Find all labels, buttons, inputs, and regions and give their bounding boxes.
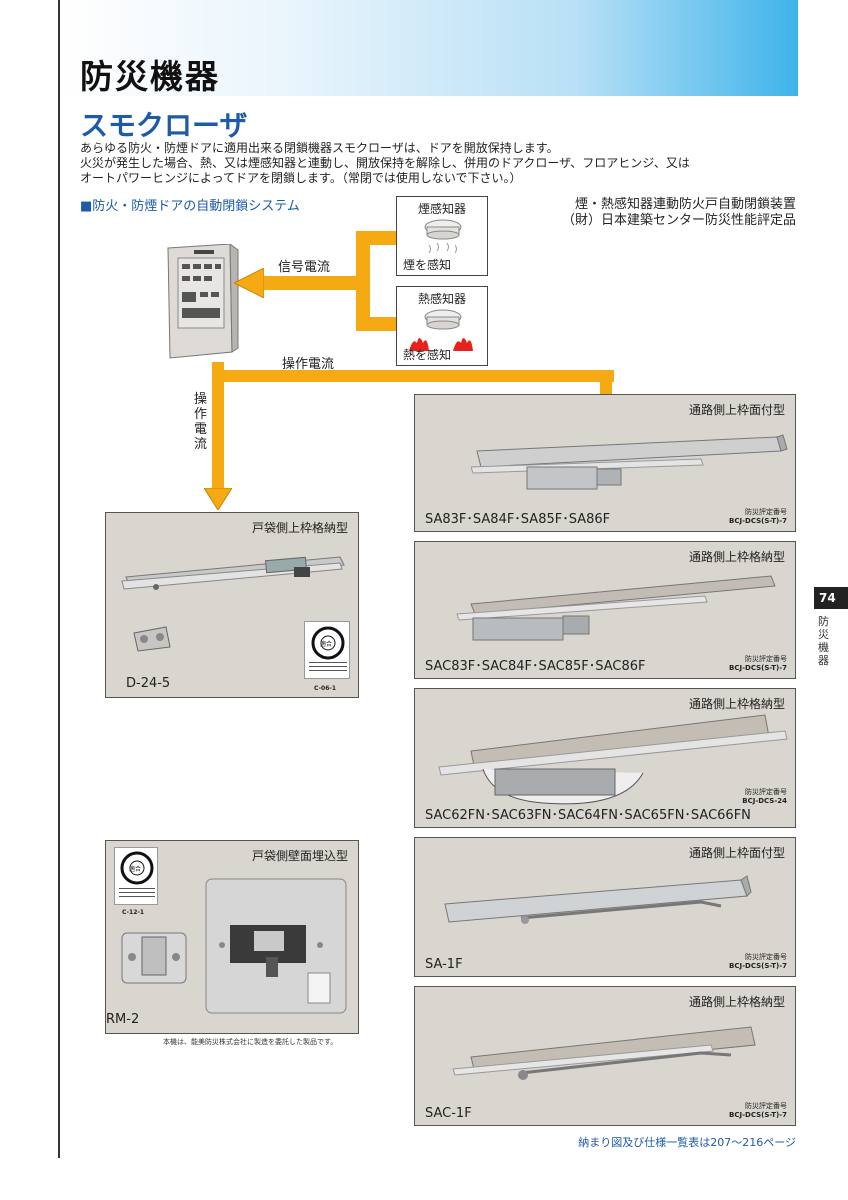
approval-badge: 適合 [114, 847, 158, 905]
badge-seal-text: 適合 [129, 866, 142, 873]
product-panel-sa83f: 通路側上枠面付型 SA83F･SA84F･SA85F･SA86F 防災評定番号 … [414, 394, 796, 532]
product-model-label: RM-2 [106, 1012, 140, 1027]
smoke-sensor-caption: 煙を感知 [403, 258, 452, 272]
section-side-label: 防災機器 [818, 615, 829, 667]
smoke-sensor-label: 煙感知器 [417, 202, 466, 216]
certification-line-2: （財）日本建築センター防災性能評定品 [561, 213, 796, 228]
operation-line-down-right [600, 370, 612, 400]
product-panel-sac83f: 通路側上枠格納型 SAC83F･SAC84F･SAC85F･SAC86F 防災評… [414, 541, 796, 679]
smoke-detector-icon [424, 219, 462, 254]
badge-code: C-12-1 [122, 909, 145, 916]
approval-code-label: 防災評定番号 [745, 1102, 787, 1110]
intro-line-3: オートパワーヒンジによってドアを閉鎖します。（常閉では使用しないで下さい。） [80, 171, 522, 185]
page-number-tab: 74 [814, 587, 848, 609]
product-title: スモクローザ [80, 109, 248, 142]
door-closer-image [456, 575, 776, 641]
intro-line-1: あらゆる防火・防煙ドアに適用出来る閉鎖機器スモクローザは、ドアを開放保持します。 [80, 141, 559, 155]
door-closer-image [444, 875, 752, 924]
approval-code: BCJ-DCS(S-T)-7 [729, 1111, 787, 1119]
heat-sensor-box: 熱感知器 熱を感知 [396, 286, 488, 366]
page-left-rule [58, 0, 60, 1158]
product-type-label: 通路側上枠格納型 [688, 550, 785, 564]
product-type-label: 通路側上枠面付型 [688, 846, 785, 860]
holder-part-image [121, 932, 187, 984]
product-model-label: SAC62FN･SAC63FN･SAC64FN･SAC65FN･SAC66FN [425, 808, 751, 823]
approval-code: BCJ-DCS(S-T)-7 [729, 962, 787, 970]
intro-line-2: 火災が発生した場合、熱、又は煙感知器と連動し、開放保持を解除し、併用のドアクロー… [80, 156, 690, 170]
product-panel-sac1f: 通路側上枠格納型 SAC-1F 防災評定番号 BCJ-DCS(S-T)-7 [414, 986, 796, 1126]
product-type-label: 戸袋側上枠格納型 [251, 521, 348, 535]
footer-page-reference[interactable]: 納まり図及び仕様一覧表は207〜216ページ [578, 1136, 796, 1149]
heat-detector-icon [409, 309, 473, 351]
latch-part-image [133, 626, 171, 652]
heat-sensor-caption: 熱を感知 [403, 348, 452, 362]
approval-code: BCJ-DCS(S-T)-7 [729, 664, 787, 672]
header-band [60, 0, 798, 96]
door-closer-image [452, 1026, 756, 1080]
product-model-label: SAC83F･SAC84F･SAC85F･SAC86F [425, 659, 646, 674]
product-model-label: SAC-1F [425, 1106, 472, 1121]
wall-embedded-unit-image [205, 878, 347, 1014]
product-type-label: 通路側上枠面付型 [688, 403, 785, 417]
door-closer-image [471, 434, 788, 490]
product-model-label: SA83F･SA84F･SA85F･SA86F [425, 512, 611, 527]
approval-code-label: 防災評定番号 [745, 788, 787, 796]
badge-seal-text: 適合 [320, 641, 333, 648]
certification-line-1: 煙・熱感知器連動防火戸自動閉鎖装置 [574, 197, 796, 212]
operation-line-horizontal [212, 370, 614, 382]
approval-badge: 適合 [304, 621, 350, 679]
operation-current-label: 操作電流 [282, 357, 335, 372]
door-closer-image [438, 714, 788, 805]
badge-seal-icon [120, 851, 154, 885]
badge-code: C-06-1 [314, 685, 337, 692]
operation-arrow-left-icon [204, 488, 232, 510]
approval-code: BCJ-DCS(S-T)-7 [729, 517, 787, 525]
product-panel-rm2: 戸袋側壁面埋込型 適合 C-12-1 RM-2 [105, 840, 359, 1034]
approval-code-label: 防災評定番号 [745, 953, 787, 961]
product-panel-sa1f: 通路側上枠面付型 SA-1F 防災評定番号 BCJ-DCS(S-T)-7 [414, 837, 796, 977]
approval-code: BCJ-DCS-24 [742, 797, 787, 805]
smoke-sensor-box: 煙感知器 煙を感知 [396, 196, 488, 276]
page-title: 防災機器 [80, 57, 220, 96]
signal-current-label: 信号電流 [278, 260, 331, 275]
product-model-label: D-24-5 [126, 676, 171, 691]
product-type-label: 戸袋側壁面埋込型 [251, 849, 348, 863]
product-type-label: 通路側上枠格納型 [688, 697, 785, 711]
heat-sensor-label: 熱感知器 [417, 292, 466, 306]
operation-line-down-left [212, 370, 224, 492]
operation-current-vertical-label: 操作電流 [194, 392, 208, 452]
approval-code-label: 防災評定番号 [745, 508, 787, 516]
product-panel-d245: 戸袋側上枠格納型 適合 C-06-1 D-24-5 [105, 512, 359, 698]
section-heading: ■防火・防煙ドアの自動閉鎖システム [80, 199, 300, 214]
signal-line-horizontal [262, 276, 370, 290]
product-model-label: SA-1F [425, 957, 463, 972]
door-closer-image [121, 556, 345, 590]
product-type-label: 通路側上枠格納型 [688, 995, 785, 1009]
approval-code-label: 防災評定番号 [745, 655, 787, 663]
control-panel-image [167, 244, 239, 359]
manufacturer-note: 本機は、能美防災株式会社に製造を委託した製品です。 [163, 1038, 338, 1046]
signal-arrow-icon [234, 268, 264, 298]
badge-seal-icon [311, 626, 345, 660]
signal-line-bottom [356, 317, 396, 331]
product-panel-sac62fn: 通路側上枠格納型 SAC62FN･SAC63FN･SAC64FN･SAC65FN… [414, 688, 796, 828]
